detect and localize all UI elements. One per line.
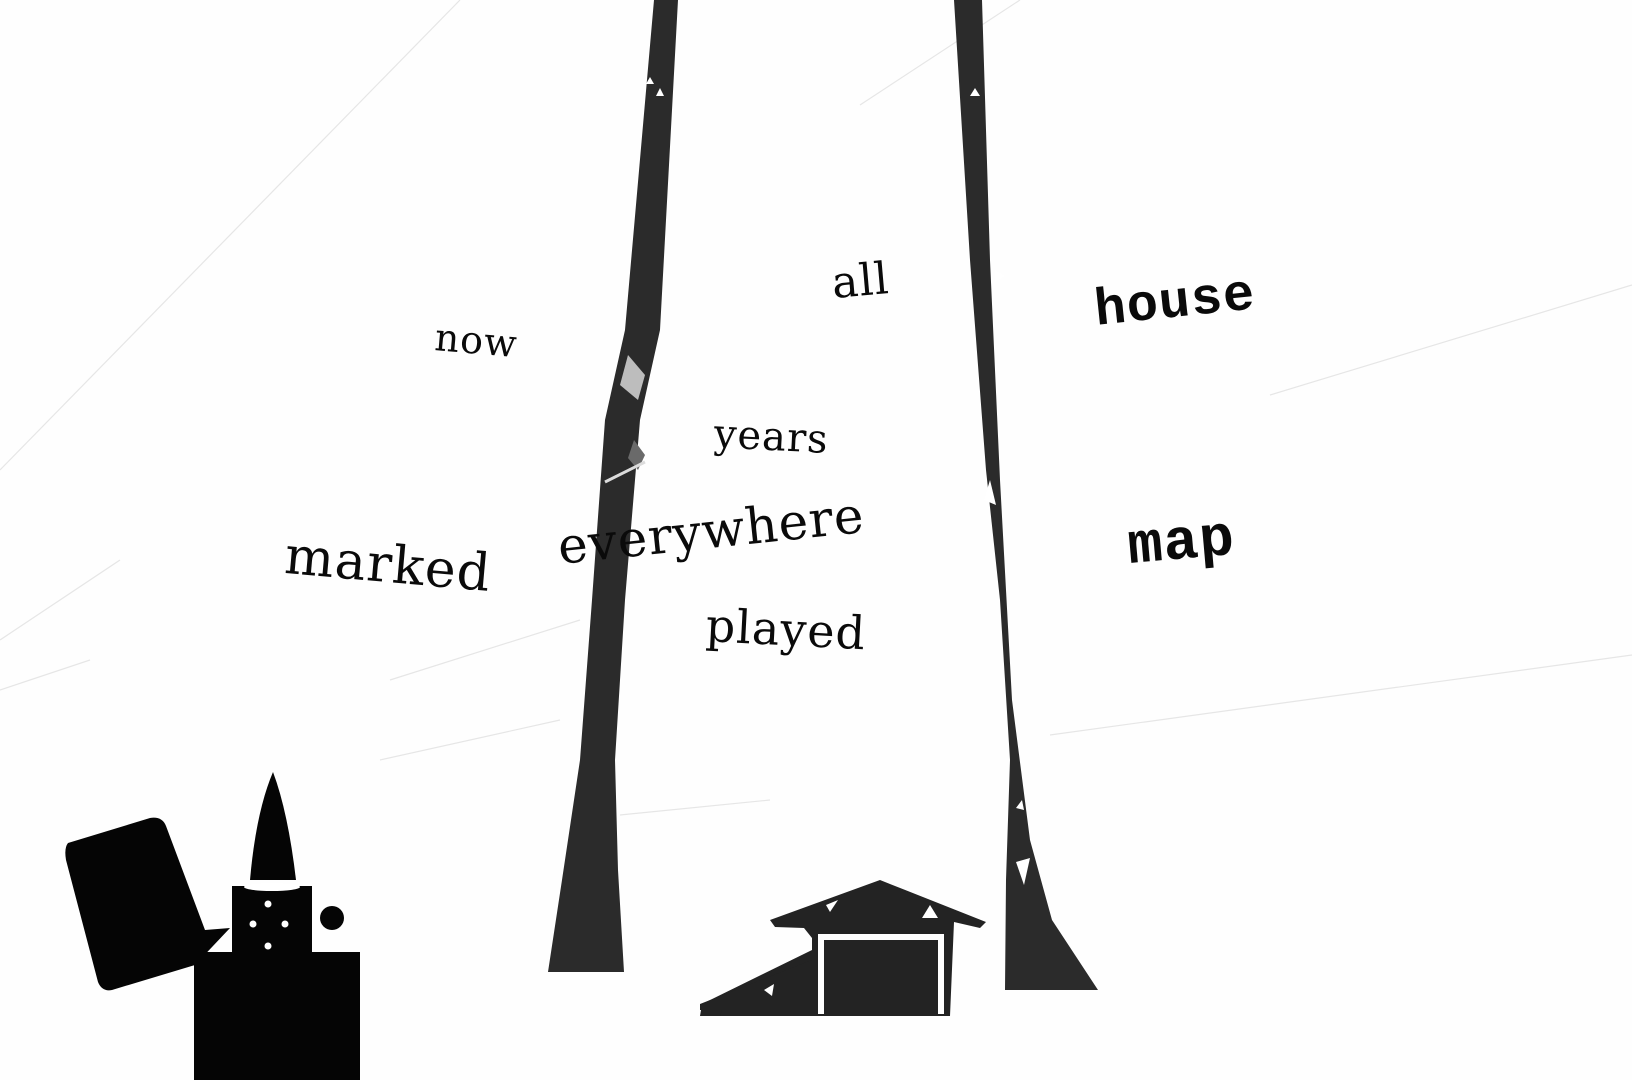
flame bbox=[250, 772, 296, 880]
right-tree bbox=[954, 0, 1098, 990]
bark-chip bbox=[620, 355, 645, 400]
lighter-lid[interactable] bbox=[65, 817, 230, 991]
word-played[interactable]: played bbox=[704, 598, 868, 661]
left-tree bbox=[548, 0, 678, 972]
word-map[interactable]: map bbox=[1125, 506, 1238, 581]
word-years[interactable]: years bbox=[712, 411, 830, 463]
lighter-body[interactable] bbox=[194, 952, 360, 1080]
word-all[interactable]: all bbox=[829, 253, 892, 309]
word-now[interactable]: now bbox=[433, 315, 520, 367]
garage-door[interactable] bbox=[824, 940, 938, 1016]
